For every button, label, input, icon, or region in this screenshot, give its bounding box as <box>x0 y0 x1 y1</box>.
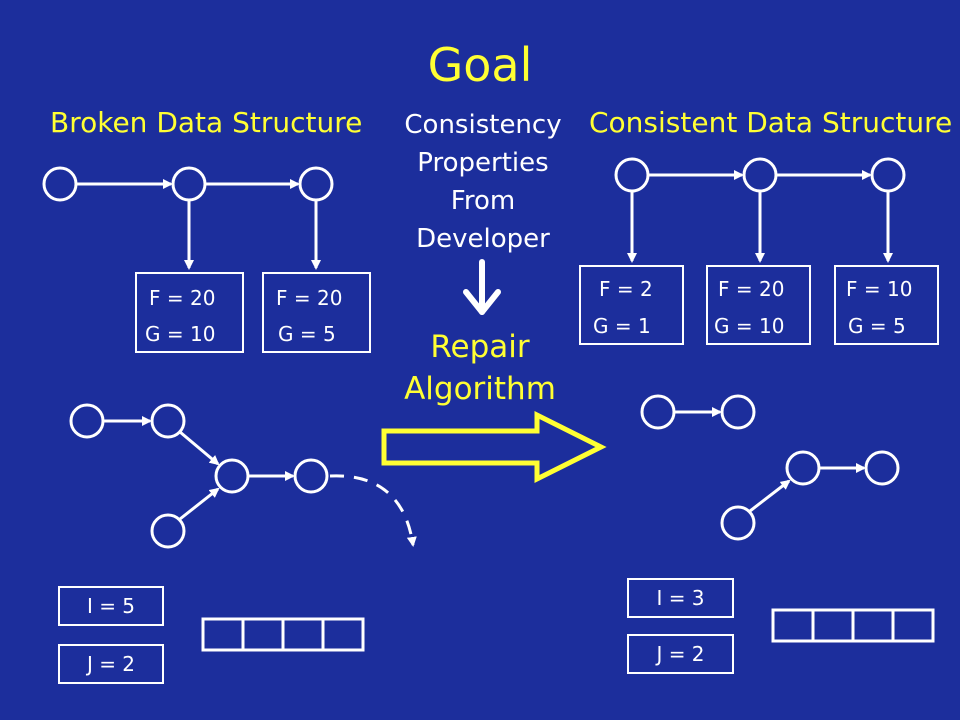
consistent-graph-node-a <box>640 394 676 430</box>
slide-title: Goal <box>427 38 533 92</box>
broken-array <box>201 617 365 652</box>
consistent-graph-node-e <box>720 505 756 541</box>
broken-box-1-f: F = 20 <box>149 286 216 310</box>
repair-arrow-icon <box>381 410 607 484</box>
broken-graph-edge-e-c <box>179 487 220 521</box>
repair-algorithm-label: Repair Algorithm <box>380 326 580 410</box>
broken-graph-node-e <box>150 513 186 549</box>
consistent-var-j: J = 2 <box>627 634 734 674</box>
broken-node-3 <box>298 166 334 202</box>
broken-field-box-2: F = 20 G = 5 <box>262 272 371 353</box>
consistent-graph-edge-e-c <box>749 479 791 513</box>
broken-box-2-g: G = 5 <box>278 322 336 346</box>
broken-node-2 <box>171 166 207 202</box>
consistent-var-i: I = 3 <box>627 578 734 618</box>
broken-var-i: I = 5 <box>58 586 164 626</box>
properties-line-4: Developer <box>416 224 550 254</box>
properties-line-2: Properties <box>417 148 549 178</box>
consistent-graph-node-c <box>785 450 821 486</box>
dangling-pointer <box>329 474 417 547</box>
broken-graph-node-b <box>150 403 186 439</box>
consistent-node-1 <box>614 157 650 193</box>
consistent-graph-node-d <box>864 450 900 486</box>
consistent-node-3 <box>870 157 906 193</box>
broken-structure-header: Broken Data Structure <box>50 106 363 139</box>
consistent-structure-header: Consistent Data Structure <box>589 106 953 139</box>
consistent-box-3-f: F = 10 <box>846 277 913 301</box>
consistent-box-2-f: F = 20 <box>718 277 785 301</box>
consistent-field-box-2: F = 20 G = 10 <box>706 265 811 345</box>
consistent-field-box-1: F = 2 G = 1 <box>579 265 684 345</box>
down-arrow-icon <box>463 259 501 315</box>
properties-line-3: From <box>450 186 516 216</box>
broken-graph-node-c <box>214 458 250 494</box>
consistency-properties-label: Consistency Properties From Developer <box>398 106 568 258</box>
consistent-box-2-g: G = 10 <box>714 314 785 338</box>
consistent-box-1-f: F = 2 <box>599 277 653 301</box>
repair-line-1: Repair <box>430 329 530 365</box>
broken-node-1 <box>42 166 78 202</box>
broken-graph-node-d <box>293 458 329 494</box>
consistent-node-2 <box>742 157 778 193</box>
broken-field-box-1: F = 20 G = 10 <box>135 272 244 353</box>
repair-line-2: Algorithm <box>404 371 556 407</box>
broken-var-j: J = 2 <box>58 644 164 684</box>
consistent-field-box-3: F = 10 G = 5 <box>834 265 939 345</box>
consistent-array <box>771 608 935 643</box>
broken-graph-node-a <box>69 403 105 439</box>
broken-graph-edge-b-c <box>179 430 220 466</box>
properties-line-1: Consistency <box>404 110 562 140</box>
consistent-graph-node-b <box>720 394 756 430</box>
broken-box-2-f: F = 20 <box>276 286 343 310</box>
consistent-box-3-g: G = 5 <box>848 314 906 338</box>
consistent-box-1-g: G = 1 <box>593 314 651 338</box>
broken-box-1-g: G = 10 <box>145 322 216 346</box>
